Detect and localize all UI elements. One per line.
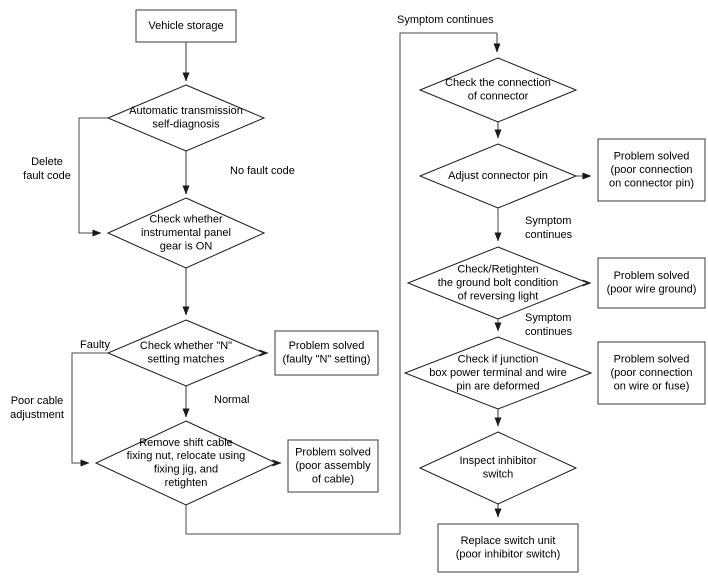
node-inspect-inhibitor-switch[interactable]: Inspect inhibitor switch bbox=[418, 431, 578, 505]
node-label-check-junction-box-power-terminal: Check if junction bbox=[458, 354, 539, 366]
node-shape-diamond bbox=[106, 197, 266, 269]
node-shape-diamond bbox=[406, 246, 590, 320]
edge-label-normal: Normal bbox=[214, 394, 249, 406]
node-label-problem-solved-poor-assembly-of-cable: of cable) bbox=[312, 473, 354, 485]
edge-label-symptom-continues-1-line1: Symptom bbox=[525, 215, 571, 227]
node-shape-diamond bbox=[106, 319, 266, 387]
node-vehicle-storage[interactable]: Vehicle storage bbox=[135, 9, 237, 43]
edge-label-poor-cable-adjustment-line1: Poor cable bbox=[11, 395, 64, 407]
node-label-remove-shift-cable-fixing-nut: retighten bbox=[165, 477, 208, 489]
node-label-check-retighten-ground-bolt: of reversing light bbox=[458, 290, 539, 302]
node-label-problem-solved-faulty-n-setting: (faulty "N" setting) bbox=[283, 354, 371, 366]
node-shape-diamond bbox=[418, 143, 578, 209]
node-label-problem-solved-poor-wire-ground: (poor wire ground) bbox=[607, 284, 697, 296]
node-label-vehicle-storage: Vehicle storage bbox=[148, 20, 223, 32]
node-shape-rect bbox=[135, 9, 237, 43]
edge-label-symptom-continues-1-line2: continues bbox=[525, 229, 573, 241]
node-replace-switch-unit[interactable]: Replace switch unit (poor inhibitor switc… bbox=[437, 523, 579, 573]
node-label-check-instrumental-panel-gear: instrumental panel bbox=[141, 227, 231, 239]
node-problem-solved-faulty-n-setting[interactable]: Problem solved (faulty "N" setting) bbox=[274, 330, 379, 376]
edge-label-poor-cable-adjustment-line2: adjustment bbox=[10, 409, 64, 421]
connector-group-left bbox=[71, 32, 501, 535]
edge-label-symptom-continues-top: Symptom continues bbox=[397, 14, 494, 26]
node-label-automatic-transmission-self-diagnosis: self-diagnosis bbox=[152, 119, 220, 131]
node-label-check-retighten-ground-bolt: the ground bolt condition bbox=[438, 277, 558, 289]
node-label-problem-solved-poor-connection-on-connector-pin: Problem solved bbox=[614, 151, 690, 163]
node-adjust-connector-pin[interactable]: Adjust connector pin bbox=[418, 143, 578, 209]
node-automatic-transmission-self-diagnosis[interactable]: Automatic transmission self-diagnosis bbox=[106, 84, 266, 152]
node-label-check-junction-box-power-terminal: pin are deformed bbox=[456, 380, 539, 392]
node-label-automatic-transmission-self-diagnosis: Automatic transmission bbox=[129, 105, 243, 117]
node-label-problem-solved-poor-wire-ground: Problem solved bbox=[614, 270, 690, 282]
node-label-problem-solved-faulty-n-setting: Problem solved bbox=[289, 340, 365, 352]
node-check-connection-of-connector[interactable]: Check the connection of connector bbox=[418, 57, 578, 123]
node-shape-diamond bbox=[106, 84, 266, 152]
node-label-check-instrumental-panel-gear: Check whether bbox=[149, 214, 223, 226]
node-label-remove-shift-cable-fixing-nut: fixing jig, and bbox=[154, 464, 218, 476]
node-label-problem-solved-poor-connection-on-wire-or-fuse: on wire or fuse) bbox=[614, 380, 690, 392]
edge-delete-fault-code-loop bbox=[78, 117, 108, 237]
node-label-check-connection-of-connector: Check the connection bbox=[445, 77, 551, 89]
edge-label-symptom-continues-2-line1: Symptom bbox=[525, 312, 571, 324]
node-shape-diamond bbox=[403, 336, 593, 410]
edge-label-symptom-continues-2-line2: continues bbox=[525, 326, 573, 338]
edge-label-delete-fault-code-line1: Delete bbox=[31, 156, 63, 168]
node-label-remove-shift-cable-fixing-nut: fixing nut, relocate using bbox=[127, 450, 246, 462]
node-shape-rect bbox=[274, 330, 379, 376]
node-shape-rect bbox=[597, 341, 706, 405]
node-shape-rect bbox=[287, 439, 379, 493]
node-label-remove-shift-cable-fixing-nut: Remove shift cable bbox=[139, 437, 233, 449]
node-shape-diamond bbox=[418, 431, 578, 505]
node-label-check-n-setting-matches: Check whether "N" bbox=[140, 340, 232, 352]
edge-left-column-to-symptom-continues bbox=[185, 32, 497, 535]
edge-label-faulty: Faulty bbox=[80, 339, 110, 351]
node-label-replace-switch-unit: Replace switch unit bbox=[461, 535, 556, 547]
node-label-problem-solved-poor-connection-on-connector-pin: on connector pin) bbox=[609, 177, 694, 189]
edge-label-no-fault-code: No fault code bbox=[230, 165, 295, 177]
node-label-inspect-inhibitor-switch: Inspect inhibitor bbox=[459, 455, 536, 467]
node-label-problem-solved-poor-connection-on-wire-or-fuse: Problem solved bbox=[614, 354, 690, 366]
node-problem-solved-poor-wire-ground[interactable]: Problem solved (poor wire ground) bbox=[597, 257, 706, 309]
node-shape-diamond bbox=[418, 57, 578, 123]
node-label-adjust-connector-pin: Adjust connector pin bbox=[448, 170, 548, 182]
edge-poor-cable-adjustment-loop bbox=[71, 352, 108, 467]
node-label-replace-switch-unit: (poor inhibitor switch) bbox=[456, 549, 561, 561]
node-label-problem-solved-poor-connection-on-wire-or-fuse: (poor connection bbox=[611, 367, 693, 379]
node-shape-rect bbox=[597, 257, 706, 309]
node-label-problem-solved-poor-assembly-of-cable: Problem solved bbox=[295, 447, 371, 459]
node-label-problem-solved-poor-assembly-of-cable: (poor assembly bbox=[295, 460, 371, 472]
node-label-check-instrumental-panel-gear: gear is ON bbox=[160, 240, 213, 252]
node-label-inspect-inhibitor-switch: switch bbox=[483, 469, 514, 481]
node-label-check-junction-box-power-terminal: box power terminal and wire bbox=[429, 367, 567, 379]
node-shape-rect bbox=[437, 523, 579, 573]
node-label-check-connection-of-connector: of connector bbox=[468, 91, 529, 103]
node-label-check-retighten-ground-bolt: Check/Retighten bbox=[457, 264, 538, 276]
connector-group-right bbox=[494, 122, 592, 518]
node-shape-diamond bbox=[94, 420, 278, 506]
edge-labels-layer: No fault code Delete fault codeFaultyNorma… bbox=[10, 14, 572, 421]
node-label-problem-solved-poor-connection-on-connector-pin: (poor connection bbox=[611, 164, 693, 176]
node-label-check-n-setting-matches: setting matches bbox=[147, 354, 225, 366]
edge-label-delete-fault-code-line2: fault code bbox=[23, 170, 71, 182]
node-shape-rect bbox=[597, 138, 706, 202]
node-check-n-setting-matches[interactable]: Check whether "N" setting matches bbox=[106, 319, 266, 387]
